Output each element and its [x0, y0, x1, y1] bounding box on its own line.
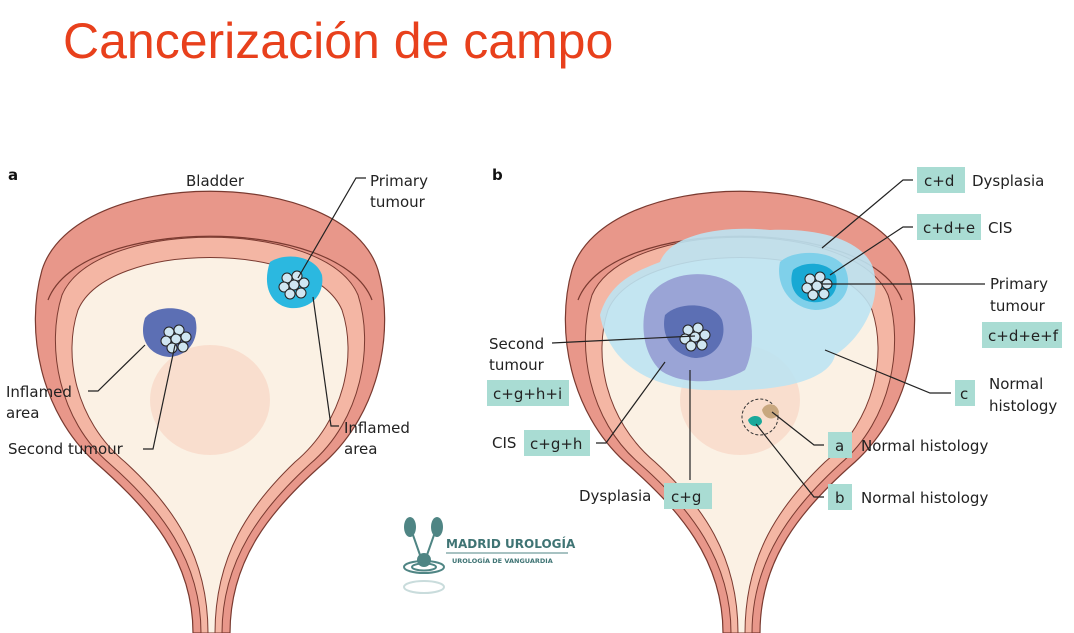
- code-c-g: c+g: [671, 488, 701, 506]
- code-c-d: c+d: [924, 172, 954, 190]
- slide-title: Cancerización de campo: [63, 13, 614, 69]
- panel-b: b c+d Dysplasia c+d+e CIS Primary tumour…: [487, 166, 1062, 633]
- code-c: c: [960, 385, 968, 403]
- code-box-a: [828, 432, 852, 458]
- code-box-c-g-h: [524, 430, 590, 456]
- primary-tumour-b-1: Primary: [990, 275, 1048, 293]
- logo-name: MADRID UROLOGÍA: [446, 536, 576, 551]
- code-box-c: [955, 380, 975, 406]
- code-b: b: [835, 489, 845, 507]
- normal-c-1: Normal: [989, 375, 1043, 393]
- primary-tumour-label-2: tumour: [370, 193, 426, 211]
- inflamed-area-left-2: area: [6, 404, 39, 422]
- primary-tumour-label-1: Primary: [370, 172, 428, 190]
- second-tumour-b-2: tumour: [489, 356, 545, 374]
- code-box-c-d-e-f: [982, 322, 1062, 348]
- code-a: a: [835, 437, 844, 455]
- code-box-c-d-e: [917, 214, 981, 240]
- inflamed-area-left-1: Inflamed: [6, 383, 72, 401]
- code-c-g-h-i: c+g+h+i: [493, 385, 562, 403]
- second-tumour-b-1: Second: [489, 335, 544, 353]
- dysplasia-top-label: Dysplasia: [972, 172, 1044, 190]
- normal-a-label: Normal histology: [861, 437, 988, 455]
- panel-a-letter: a: [8, 166, 18, 184]
- code-box-c-g: [664, 483, 712, 509]
- code-box-b: [828, 484, 852, 510]
- second-tumour-label: Second tumour: [8, 440, 124, 458]
- cis-top-label: CIS: [988, 219, 1012, 237]
- logo-tagline: UROLOGÍA DE VANGUARDIA: [452, 556, 553, 565]
- inflamed-area-right-2: area: [344, 440, 377, 458]
- code-box-c-g-h-i: [487, 380, 569, 406]
- code-box-c-d: [917, 167, 965, 193]
- madrid-urologia-logo: MADRID UROLOGÍA UROLOGÍA DE VANGUARDIA: [403, 517, 576, 594]
- normal-b-label: Normal histology: [861, 489, 988, 507]
- normal-patch-b: [748, 416, 762, 427]
- bladder-a: [34, 190, 386, 633]
- code-c-d-e-f: c+d+e+f: [988, 327, 1059, 345]
- primary-tumour-b-2: tumour: [990, 297, 1046, 315]
- inflamed-area-right-1: Inflamed: [344, 419, 410, 437]
- cis-left-label: CIS: [492, 434, 516, 452]
- normal-patch-a: [762, 404, 779, 419]
- code-c-g-h: c+g+h: [530, 435, 582, 453]
- panel-a: a Bladder Primary tumour Inflamed area S…: [6, 166, 428, 633]
- code-c-d-e: c+d+e: [923, 219, 975, 237]
- bladder-label: Bladder: [186, 172, 245, 190]
- panel-b-letter: b: [492, 166, 503, 184]
- normal-c-2: histology: [989, 397, 1057, 415]
- dysplasia-bottom-label: Dysplasia: [579, 487, 651, 505]
